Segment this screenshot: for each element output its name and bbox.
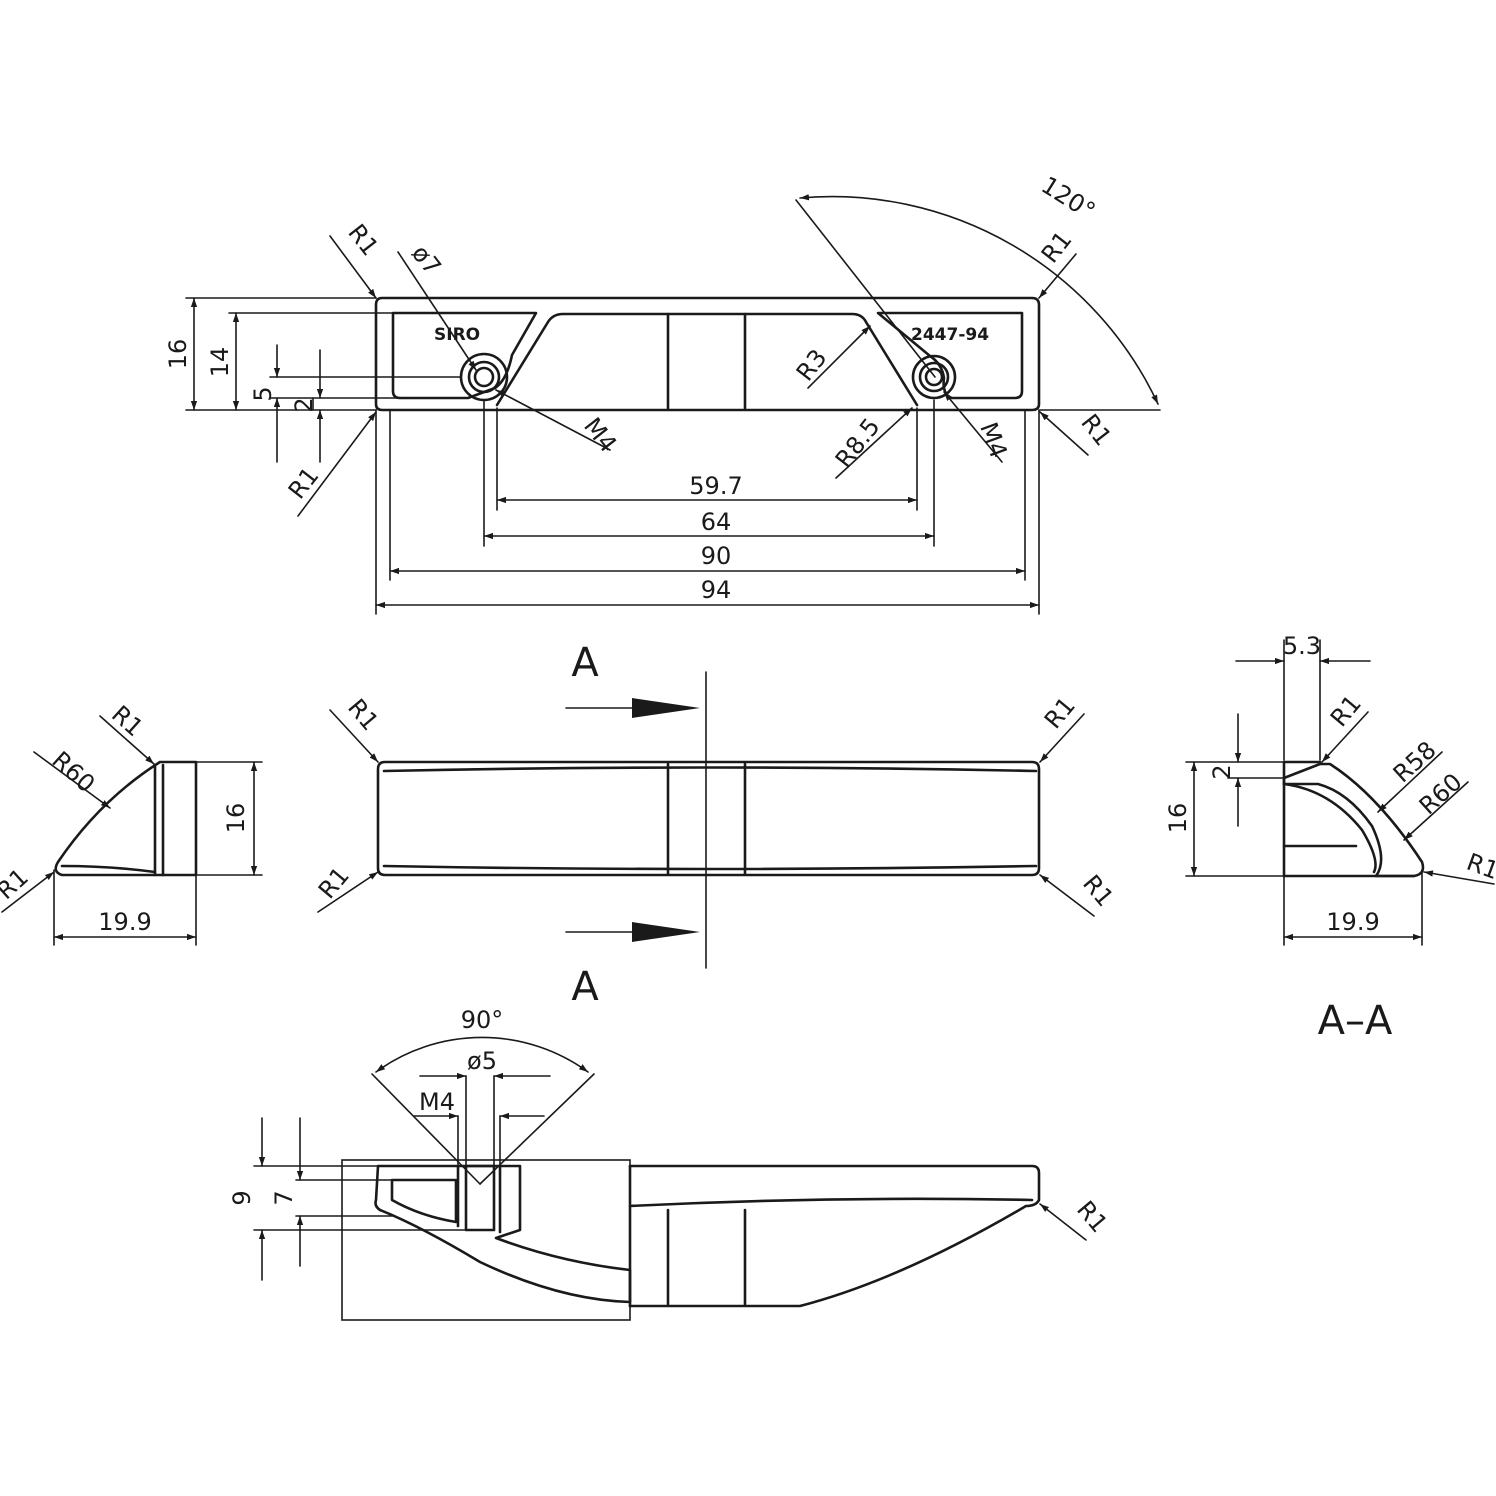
svg-text:R1: R1 — [1325, 690, 1367, 732]
bottom-view: 90° ø5 M4 9 7 R1 — [228, 1006, 1113, 1321]
dim-120-deg: 120° — [1036, 171, 1100, 225]
brand-marking: SIRO — [434, 325, 480, 345]
svg-text:R1: R1 — [342, 219, 384, 261]
svg-text:R1: R1 — [1036, 226, 1078, 268]
dim-90: 90 — [701, 542, 732, 570]
grip-recess — [495, 312, 919, 407]
svg-text:M4: M4 — [974, 419, 1013, 462]
section-label-bottom: A — [571, 964, 599, 1010]
dim-94: 94 — [701, 576, 732, 604]
dim-16: 16 — [164, 339, 192, 370]
bottom-dim-d5: ø5 — [467, 1047, 497, 1075]
section-dim-19-9: 19.9 — [1326, 908, 1379, 936]
bottom-dim-9: 9 — [228, 1190, 256, 1205]
bottom-dim-7: 7 — [270, 1190, 298, 1205]
svg-text:R1: R1 — [1071, 1196, 1113, 1238]
svg-text:R1: R1 — [1039, 692, 1081, 734]
svg-text:R1: R1 — [106, 700, 148, 742]
svg-text:R1: R1 — [283, 462, 325, 504]
side-view: 16 19.9 R1 R60 R1 — [0, 700, 263, 946]
dim-64: 64 — [701, 508, 732, 536]
dim-59-7: 59.7 — [689, 472, 742, 500]
side-dim-16: 16 — [222, 803, 250, 834]
dim-2: 2 — [290, 397, 318, 412]
front-view-outline — [376, 760, 1041, 877]
svg-text:R1: R1 — [0, 863, 34, 905]
left-hole — [459, 352, 509, 402]
svg-text:R1: R1 — [1077, 870, 1119, 912]
svg-text:R60: R60 — [1414, 768, 1468, 820]
section-view: 5.3 16 2 19.9 R1 R58 R60 R1 A–A — [1164, 632, 1496, 1044]
front-view: A A R1 R1 R1 R1 — [313, 640, 1119, 1010]
svg-text:R8.5: R8.5 — [830, 413, 886, 473]
svg-text:R1: R1 — [313, 862, 355, 904]
bottom-dim-90-deg: 90° — [461, 1006, 504, 1034]
section-label-top: A — [571, 640, 599, 686]
bottom-view-outline — [628, 1164, 1041, 1308]
dim-14: 14 — [206, 347, 234, 378]
top-view: SIRO 2447-94 59.7 64 90 94 16 14 5 — [164, 171, 1161, 615]
svg-text:R3: R3 — [791, 344, 833, 386]
section-dim-5-3: 5.3 — [1283, 632, 1321, 660]
dim-5: 5 — [249, 386, 277, 401]
bottom-dim-m4: M4 — [419, 1088, 455, 1116]
side-view-outline — [54, 760, 198, 877]
svg-text:M4: M4 — [578, 412, 622, 458]
bottom-hatched-section — [374, 1164, 632, 1304]
section-dim-16: 16 — [1164, 803, 1192, 834]
section-title: A–A — [1318, 998, 1393, 1044]
bottom-view-detail-frame — [341, 1159, 631, 1321]
svg-text:R60: R60 — [46, 746, 100, 798]
svg-text:R1: R1 — [1075, 409, 1117, 451]
side-dim-19-9: 19.9 — [98, 908, 151, 936]
section-dim-2: 2 — [1208, 764, 1236, 779]
part-number-marking: 2447-94 — [911, 325, 989, 345]
